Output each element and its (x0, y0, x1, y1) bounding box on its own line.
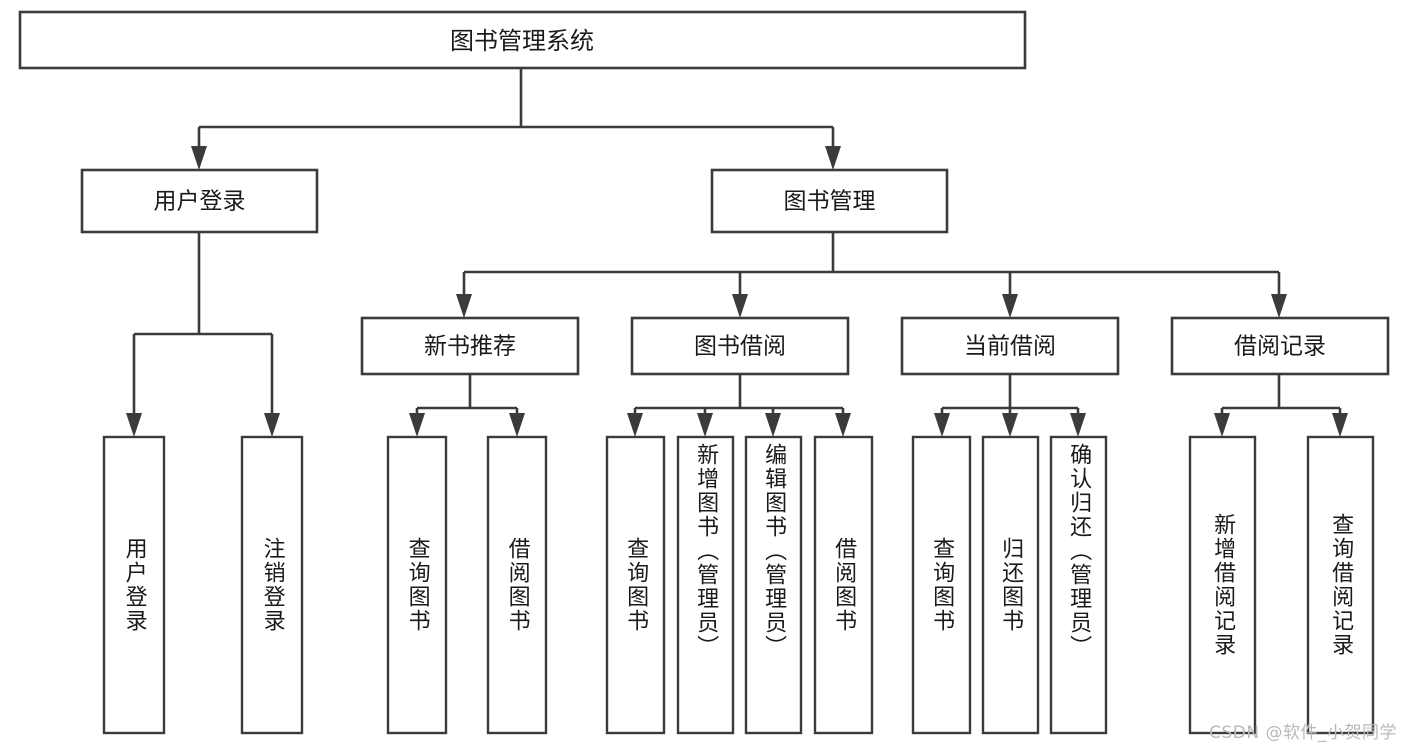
edges-bookmgmt-to-level2 (456, 232, 1287, 318)
leaf-box-query-book-3[interactable] (911, 435, 972, 735)
arrow-to-leaf-add-book (697, 413, 713, 437)
node-borrow-record[interactable]: 借阅记录 (1170, 316, 1390, 376)
edges-root-to-level1 (191, 68, 841, 170)
node-user-login[interactable]: 用户登录 (80, 168, 319, 234)
edges-borrowrecord-to-leaves (1214, 374, 1348, 437)
node-current-borrow-label: 当前借阅 (964, 334, 1056, 360)
node-root-label: 图书管理系统 (450, 27, 594, 55)
leaf-box-add-book[interactable] (676, 435, 735, 735)
arrow-to-leaf-borrow-book-1 (509, 413, 525, 437)
arrow-to-leaf-user-login (126, 413, 142, 437)
node-root-box[interactable] (18, 10, 1027, 70)
node-book-borrow-label: 图书借阅 (694, 334, 786, 360)
node-borrow-record-label: 借阅记录 (1234, 334, 1326, 360)
arrow-to-borrow-record (1271, 294, 1287, 318)
node-book-borrow-box[interactable] (630, 316, 850, 376)
leaf-box-user-login[interactable] (102, 435, 166, 735)
arrow-to-leaf-confirm-return (1070, 413, 1086, 437)
edges-newbook-to-leaves (409, 374, 525, 437)
leaf-box-return-book[interactable] (981, 435, 1040, 735)
leaf-box-query-book-1[interactable] (386, 435, 448, 735)
node-borrow-record-box[interactable] (1170, 316, 1390, 376)
node-user-login-box[interactable] (80, 168, 319, 234)
arrow-to-leaf-query-record (1332, 413, 1348, 437)
arrow-to-leaf-edit-book (765, 413, 781, 437)
node-new-book-recommend-box[interactable] (360, 316, 580, 376)
arrow-to-leaf-query-book-1 (409, 413, 425, 437)
edges-currentborrow-to-leaves (934, 374, 1086, 437)
node-book-management-label: 图书管理 (784, 189, 876, 215)
leaf-box-user-logout[interactable] (240, 435, 304, 735)
arrow-to-leaf-query-book-2 (627, 413, 643, 437)
arrow-to-book-borrow (732, 294, 748, 318)
node-current-borrow-box[interactable] (900, 316, 1120, 376)
leaf-box-edit-book[interactable] (744, 435, 803, 735)
node-root[interactable]: 图书管理系统 (18, 10, 1027, 70)
leaf-box-borrow-book-2[interactable] (813, 435, 874, 735)
leaf-box-confirm-return[interactable] (1049, 435, 1108, 735)
arrow-to-current-borrow (1002, 294, 1018, 318)
node-current-borrow[interactable]: 当前借阅 (900, 316, 1120, 376)
leaf-box-borrow-book-1[interactable] (486, 435, 548, 735)
leaf-box-query-book-2[interactable] (605, 435, 666, 735)
leaf-box-add-record[interactable] (1188, 435, 1257, 735)
leaf-boxes (102, 435, 1375, 735)
node-new-book-recommend-label: 新书推荐 (424, 334, 516, 360)
edges-userlogin-to-leaves (126, 232, 280, 437)
node-book-borrow[interactable]: 图书借阅 (630, 316, 850, 376)
node-book-management[interactable]: 图书管理 (710, 168, 949, 234)
leaf-box-query-record[interactable] (1306, 435, 1375, 735)
arrow-to-leaf-borrow-book-2 (835, 413, 851, 437)
edges-bookborrow-to-leaves (627, 374, 851, 437)
arrow-to-book-management (825, 146, 841, 170)
arrow-to-leaf-add-record (1214, 413, 1230, 437)
node-new-book-recommend[interactable]: 新书推荐 (360, 316, 580, 376)
arrow-to-leaf-return-book (1002, 413, 1018, 437)
arrow-to-leaf-query-book-3 (934, 413, 950, 437)
arrow-to-new-book (456, 294, 472, 318)
arrow-to-leaf-user-logout (264, 413, 280, 437)
node-user-login-label: 用户登录 (154, 189, 246, 215)
arrow-to-user-login (191, 146, 207, 170)
csdn-watermark: CSDN @软件_小贺同学 (1209, 723, 1397, 743)
node-book-management-box[interactable] (710, 168, 949, 234)
